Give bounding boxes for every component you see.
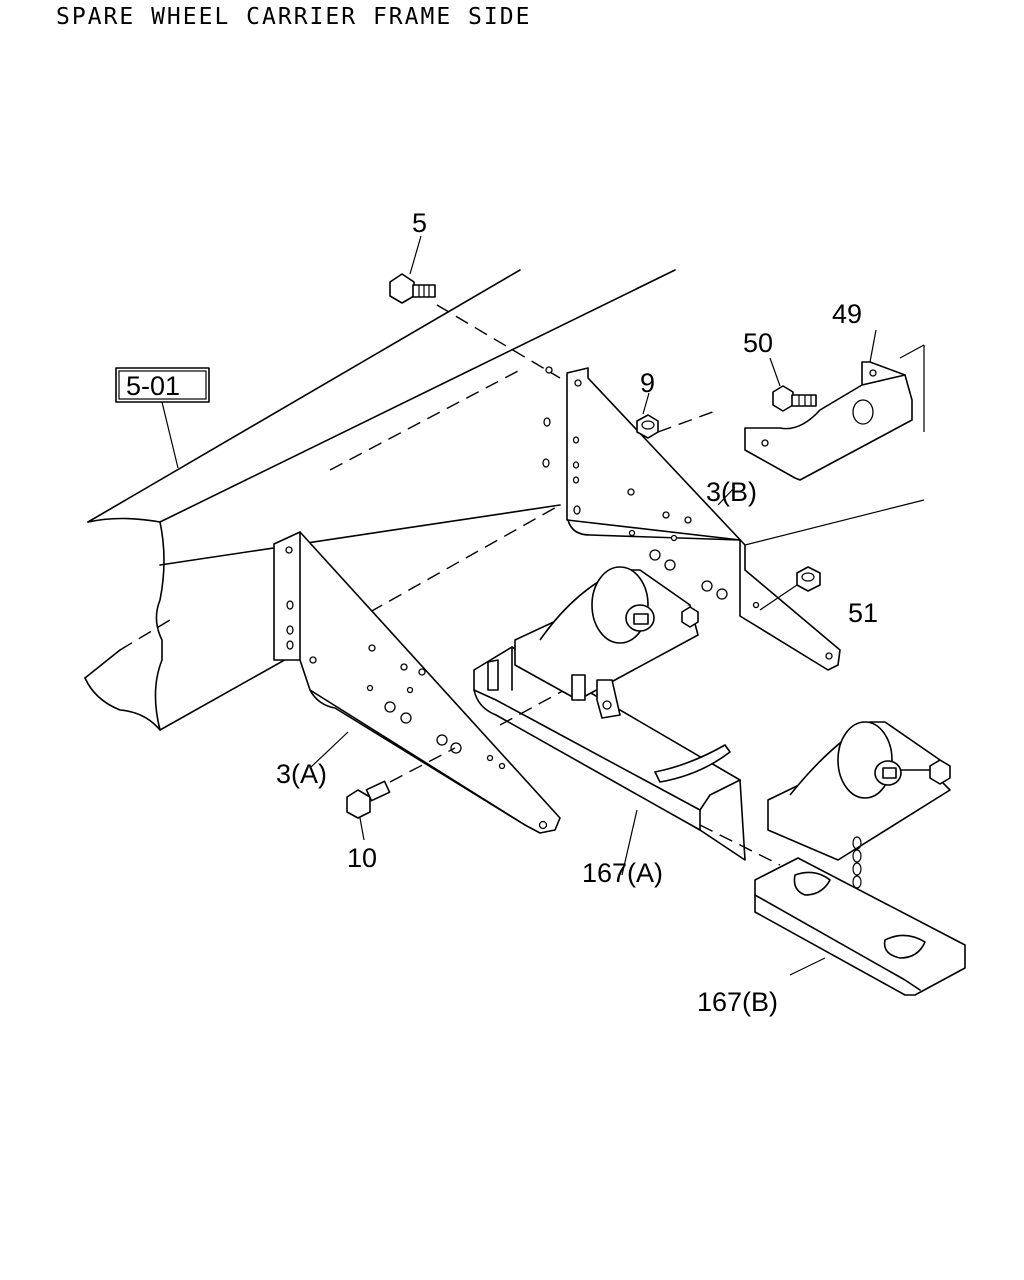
bolt-5-label: 5 — [412, 208, 427, 238]
bracket-3a-label: 3(A) — [276, 759, 327, 789]
cover-49-label: 49 — [832, 299, 862, 329]
bolt-10-label: 10 — [347, 843, 377, 873]
carrier-167a-label: 167(A) — [582, 858, 663, 888]
bracket-3a: 3(A) — [273, 531, 561, 834]
nut-9: 9 — [636, 368, 719, 439]
cover-49: 49 — [744, 299, 925, 481]
nut-9-label: 9 — [640, 368, 655, 398]
carrier-167a: 167(A) — [473, 566, 746, 888]
carrier-167b: 167(B) — [697, 721, 966, 1017]
bolt-50: 50 — [743, 328, 817, 412]
cover-ref-line — [744, 499, 925, 546]
nut-51: 51 — [759, 566, 878, 628]
frame-ref-label: 5-01 — [126, 371, 180, 401]
bracket-3b-label: 3(B) — [706, 477, 757, 507]
nut-51-label: 51 — [848, 598, 878, 628]
bracket-3b: 3(B) — [542, 366, 841, 671]
bolt-5: 5 — [389, 208, 561, 379]
diagram-title: SPARE WHEEL CARRIER FRAME SIDE — [56, 4, 532, 30]
bolt-50-label: 50 — [743, 328, 773, 358]
bolt-10: 10 — [346, 747, 456, 873]
frame-reference-box: 5-01 — [115, 367, 210, 469]
carrier-167b-label: 167(B) — [697, 987, 778, 1017]
